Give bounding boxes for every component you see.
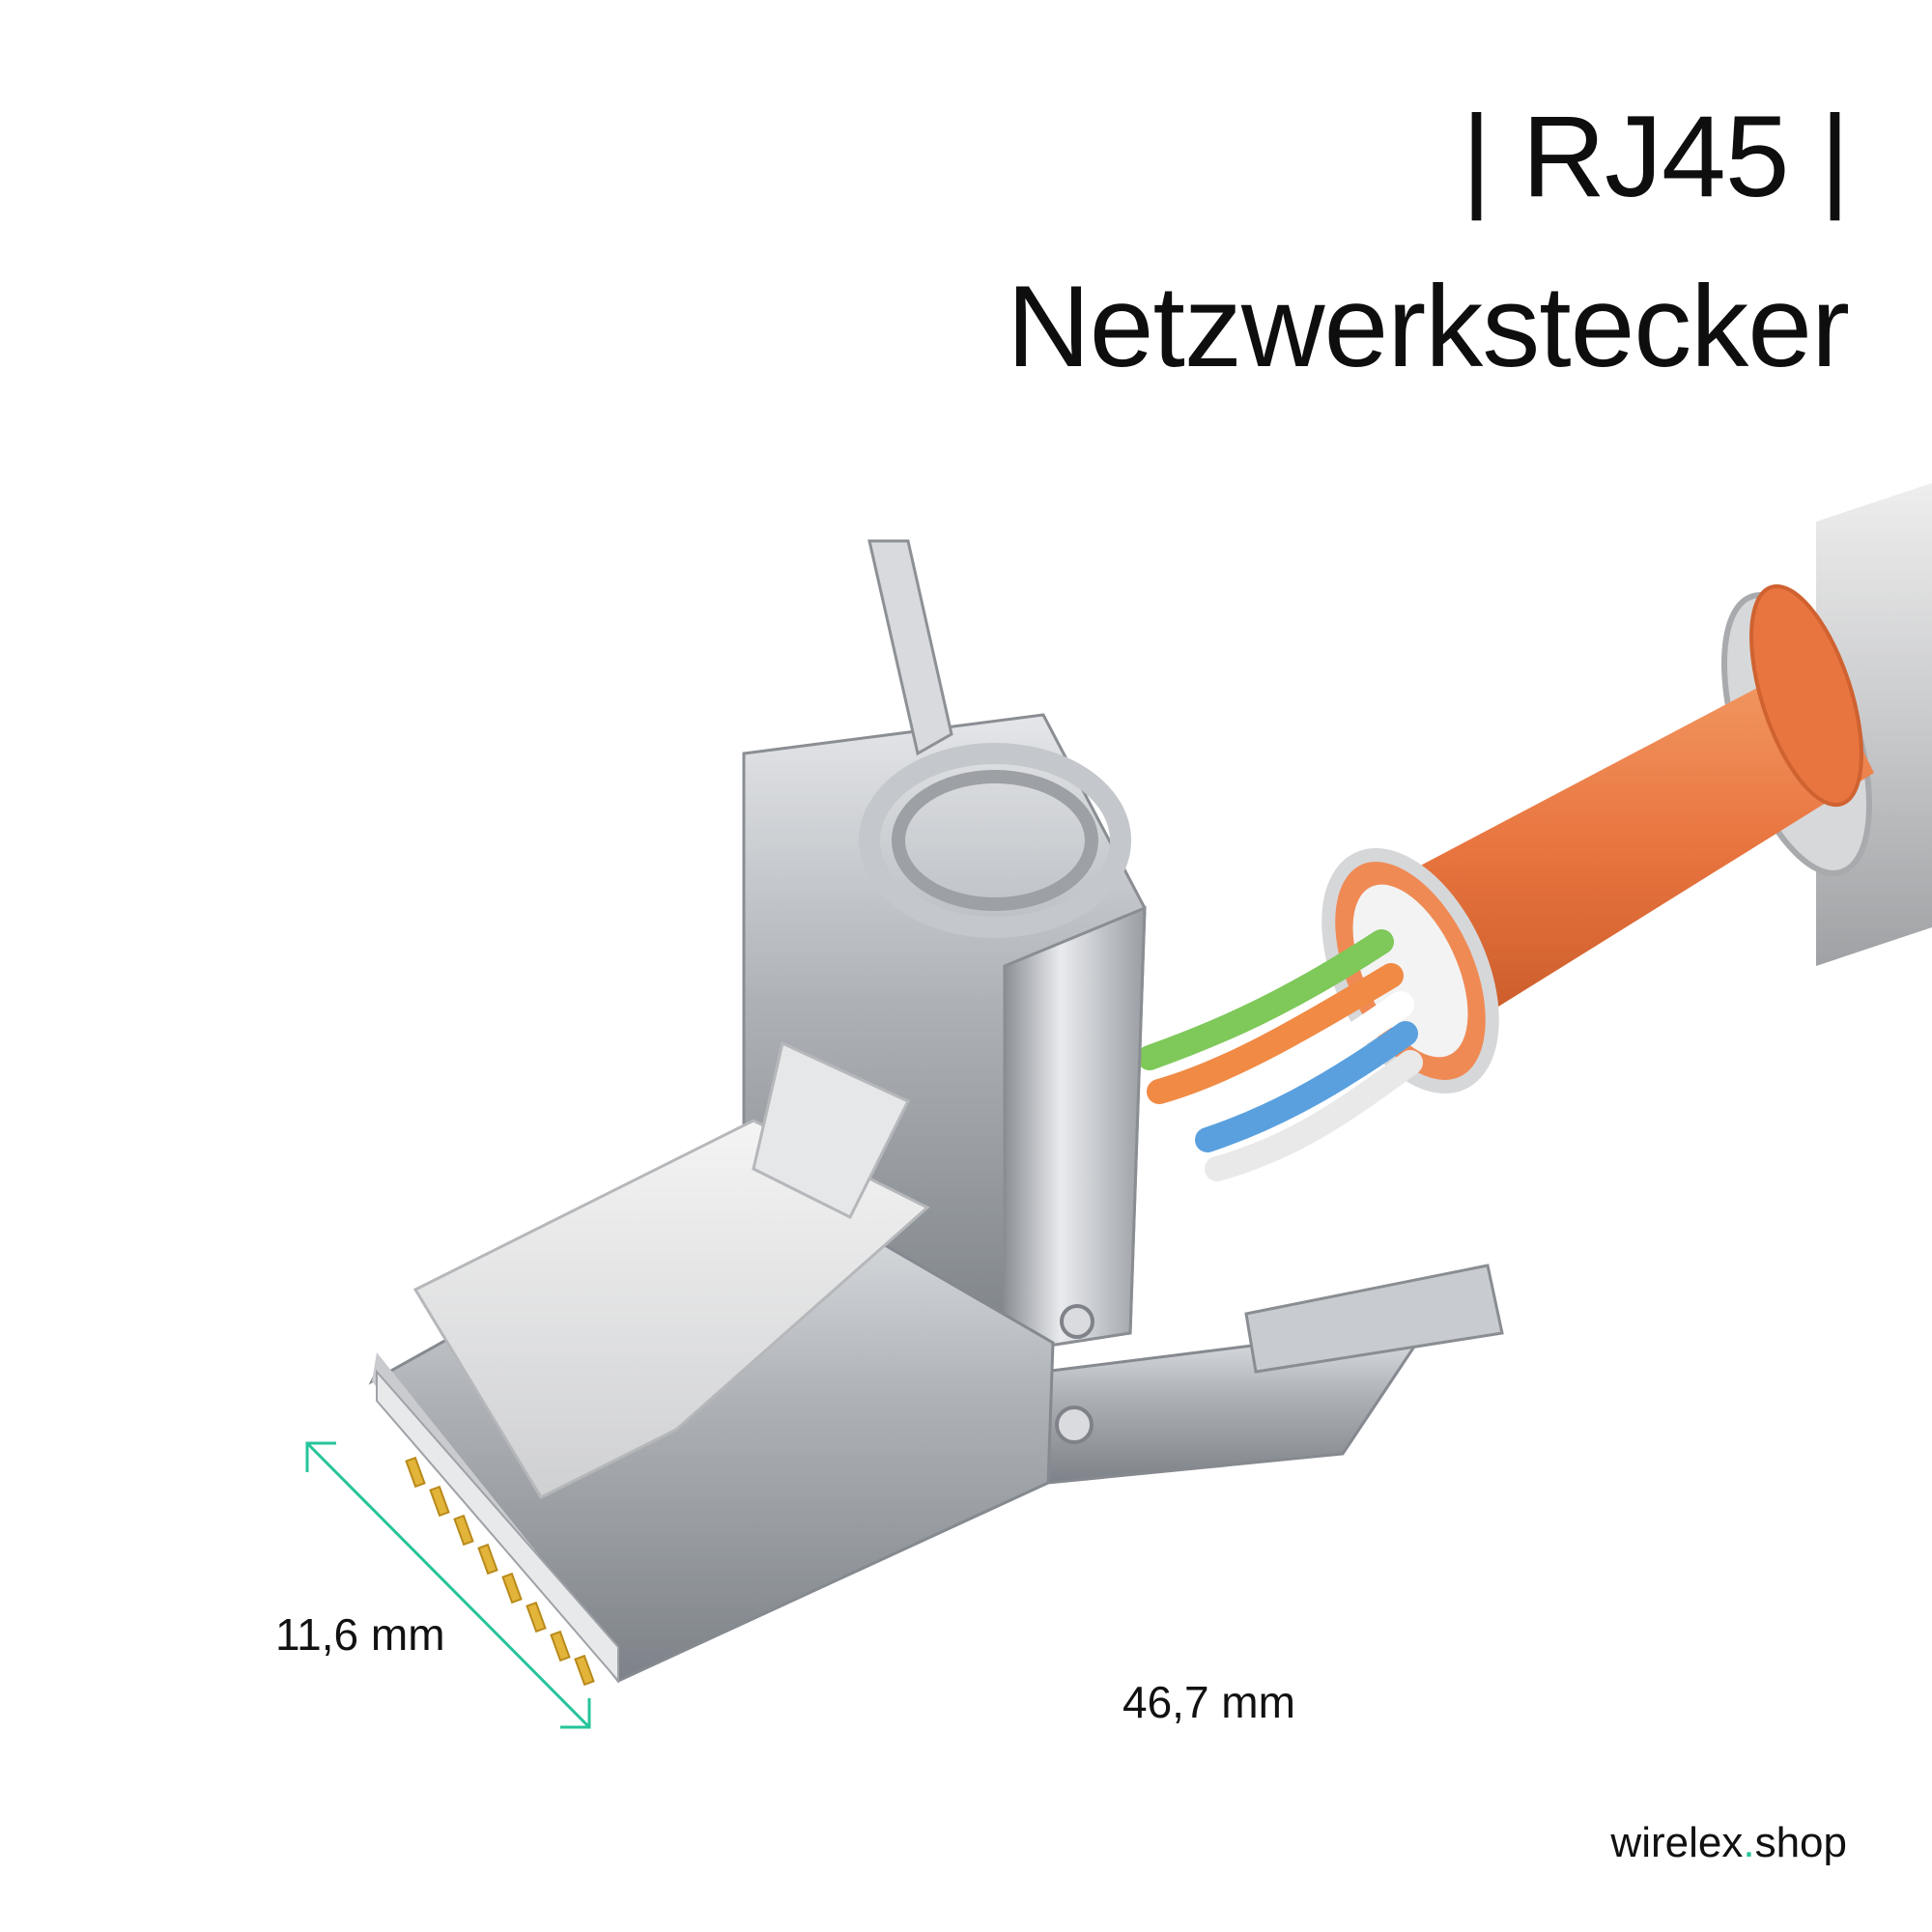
gold-contacts [405,1456,595,1687]
brand-name: wirelex [1610,1819,1744,1866]
dimension-length-label: 46,7 mm [1122,1677,1295,1727]
dimension-arrow [305,1441,591,1729]
dimension-width-label: 11,6 mm [275,1609,445,1660]
title-rj45: | RJ45 | [1461,92,1850,221]
brand-wordmark: wirelex.shop [1610,1816,1847,1870]
cable-clamp [1041,1264,1504,1485]
wires [1137,929,1423,1181]
plug-body [368,1040,1055,1684]
brand-dot: . [1743,1819,1755,1866]
title-netzwerkstecker: Netzwerkstecker [1007,262,1850,391]
brand-tld: shop [1754,1819,1847,1866]
